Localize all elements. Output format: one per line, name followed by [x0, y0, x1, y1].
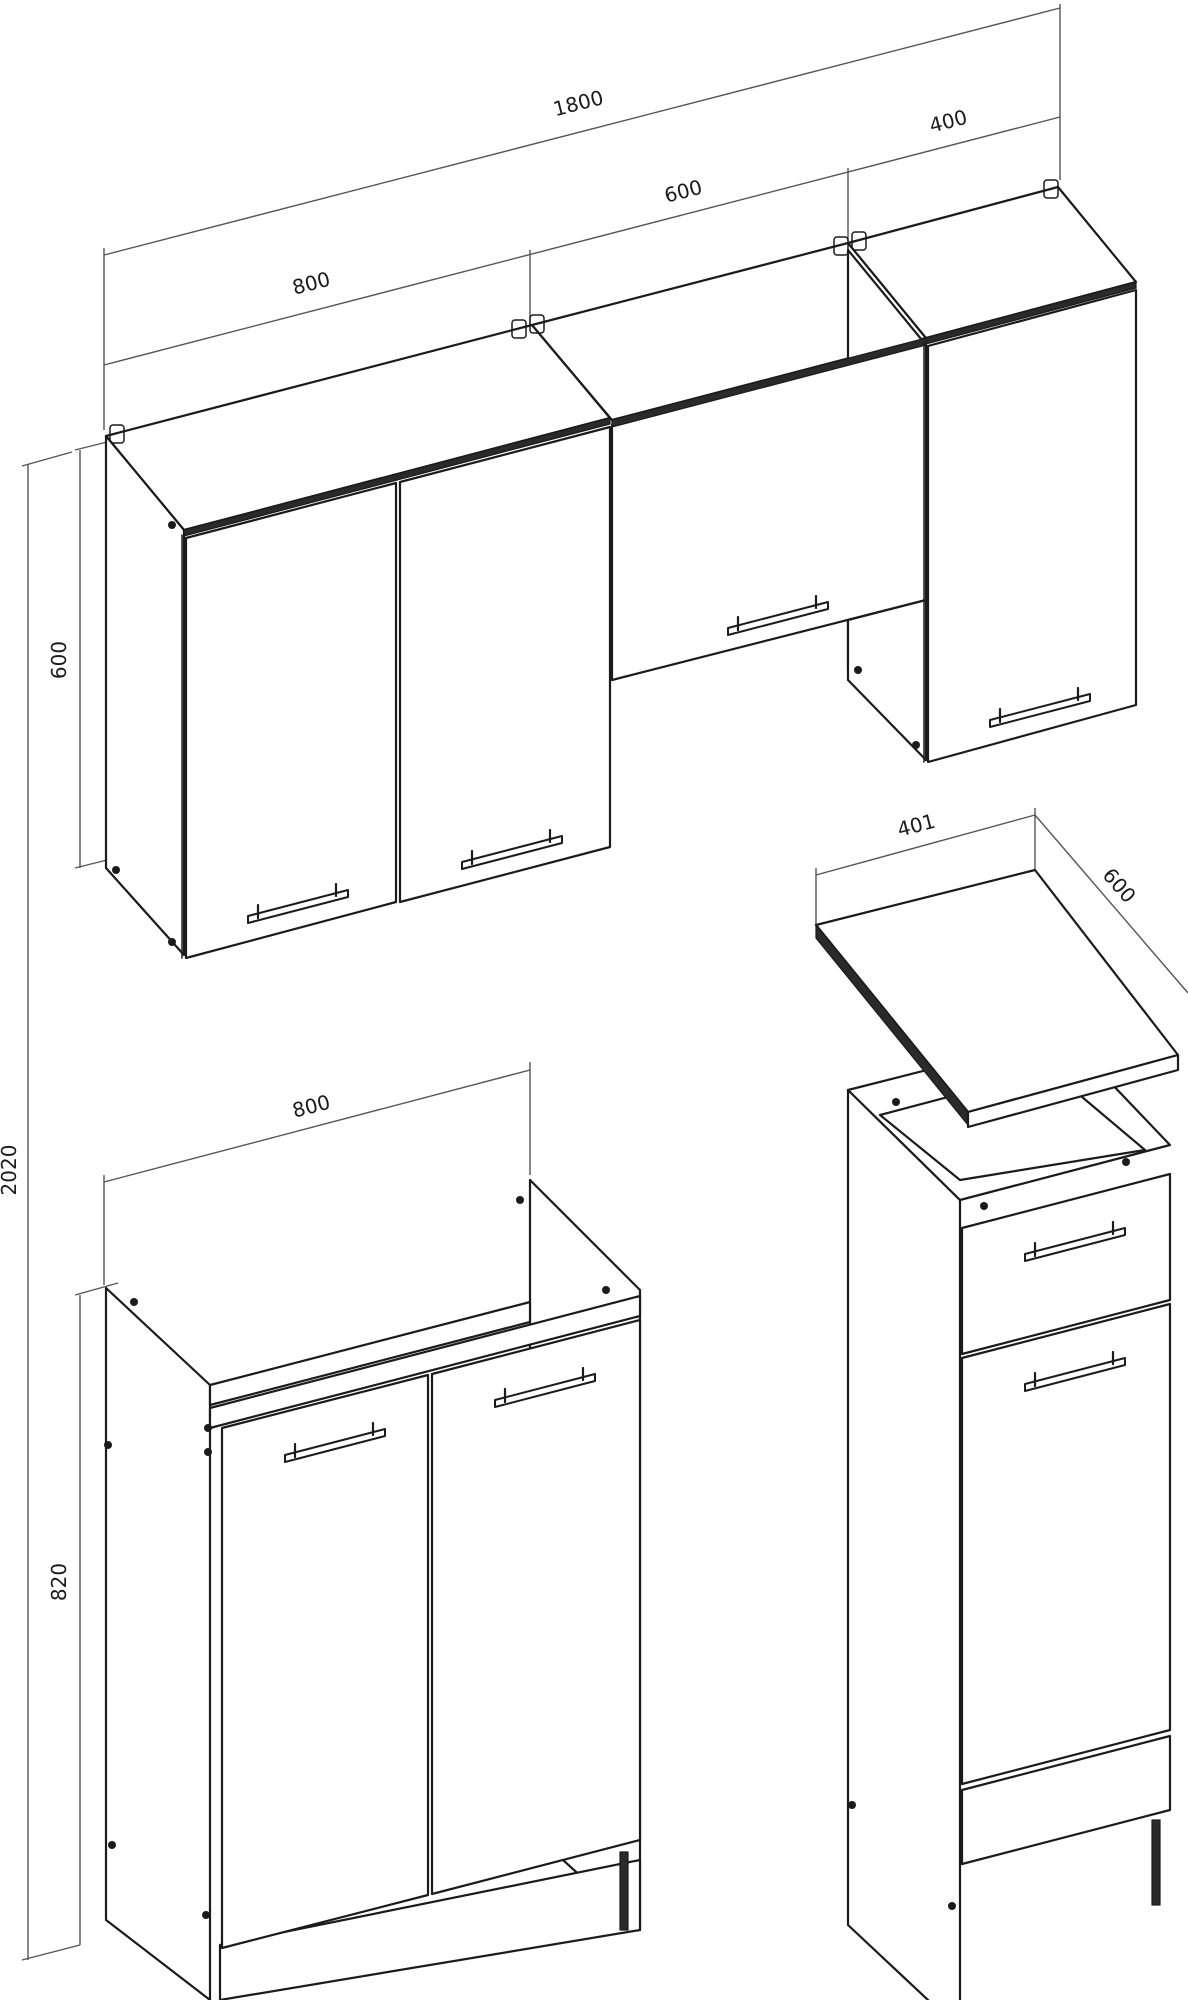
lower-sink-cabinet: [104, 1178, 642, 2000]
bracket-icon: [109, 424, 125, 444]
lower-drawer-cabinet: [814, 868, 1180, 2000]
drawer-cabinet-door: [960, 1302, 1172, 1786]
label-sink-width: 800: [290, 1090, 333, 1123]
handle-icon: [1024, 1357, 1126, 1392]
handle-icon: [494, 1373, 596, 1408]
label-upper-total-width: 1800: [551, 85, 606, 121]
bracket-icon: [511, 319, 527, 339]
upper-cabinet-left: [104, 323, 612, 960]
handle-icon: [461, 835, 563, 870]
bracket-icon: [529, 314, 545, 334]
upper-cabinet-right: [833, 179, 1138, 764]
handle-icon: [284, 1428, 386, 1463]
label-upper-right-width: 400: [927, 105, 970, 138]
upper-right-door: [926, 288, 1138, 764]
label-total-height: 2020: [0, 1145, 21, 1196]
handle-icon: [989, 693, 1091, 728]
handle-icon: [247, 889, 349, 924]
upper-left-door-2: [398, 425, 612, 904]
handle-icon: [1024, 1227, 1126, 1262]
drawer-front: [960, 1172, 1172, 1356]
upper-cabinet-middle: [511, 241, 928, 762]
sink-door-right: [430, 1318, 642, 1896]
label-upper-middle-width: 600: [662, 175, 705, 208]
bracket-icon: [1043, 179, 1059, 199]
bracket-icon: [851, 231, 867, 251]
label-upper-left-width: 800: [290, 267, 333, 300]
upper-left-door-1: [184, 481, 398, 960]
label-worktop-width: 401: [895, 809, 938, 842]
label-upper-height: 600: [47, 641, 71, 679]
label-worktop-depth: 600: [1098, 863, 1141, 908]
bracket-icon: [833, 236, 849, 256]
handle-icon: [727, 601, 829, 636]
sink-door-left: [220, 1373, 430, 1950]
label-lower-height: 820: [47, 1563, 71, 1601]
dimension-lines: [21, 4, 1188, 1961]
